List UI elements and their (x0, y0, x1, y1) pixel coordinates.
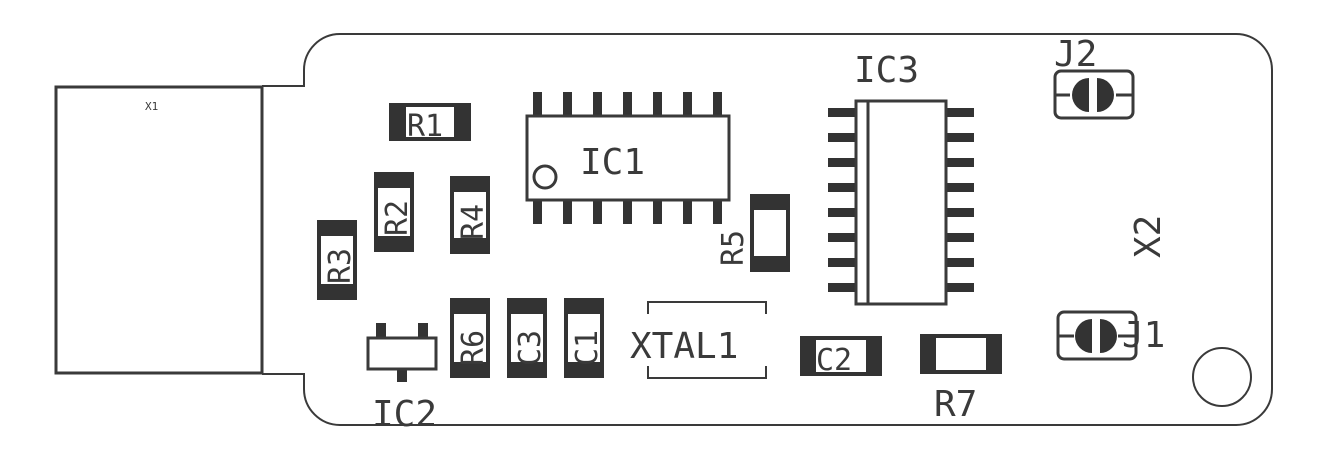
x2-label: X2 (1128, 215, 1169, 258)
r2-label: R2 (380, 200, 415, 236)
j2-label: J2 (1054, 34, 1097, 75)
r7-label: R7 (934, 384, 977, 425)
j2-jumper: J2 (1053, 34, 1135, 120)
r1-label: R1 (407, 109, 443, 144)
x1-label: X1 (145, 100, 158, 113)
r5-label: R5 (716, 230, 751, 266)
board-outline (262, 33, 1273, 426)
c1-label: C1 (570, 330, 605, 366)
r3-resistor: R3 (317, 220, 358, 300)
r6-resistor: R6 (450, 298, 491, 378)
r4-resistor: R4 (450, 176, 491, 254)
ic1-pin1-marker (532, 164, 558, 190)
x1-outline (54, 85, 264, 375)
c3-capacitor: C3 (507, 298, 548, 378)
c1-capacitor: C1 (564, 298, 605, 378)
j1-jumper: J1 (1056, 310, 1165, 361)
ic1-label: IC1 (580, 142, 645, 183)
r2-resistor: R2 (374, 172, 415, 252)
ic2-chip: IC2 (366, 323, 438, 435)
c3-label: C3 (513, 330, 548, 366)
r4-label: R4 (456, 204, 491, 240)
c2-label: C2 (816, 343, 852, 378)
j1-label: J1 (1122, 315, 1165, 356)
ic3-chip: IC3 (828, 50, 974, 306)
r3-label: R3 (323, 248, 358, 284)
c2-capacitor: C2 (800, 336, 882, 378)
ic3-label: IC3 (854, 50, 919, 91)
r6-label: R6 (456, 330, 491, 366)
r5-resistor: R5 (716, 194, 790, 272)
xtal1-label: XTAL1 (630, 326, 738, 367)
mounting-hole (1192, 347, 1252, 407)
r1-resistor: R1 (389, 103, 471, 144)
xtal1-crystal: XTAL1 (630, 301, 767, 379)
ic1-chip: IC1 (525, 92, 731, 224)
ic2-label: IC2 (372, 394, 437, 435)
r7-resistor: R7 (920, 334, 1002, 425)
